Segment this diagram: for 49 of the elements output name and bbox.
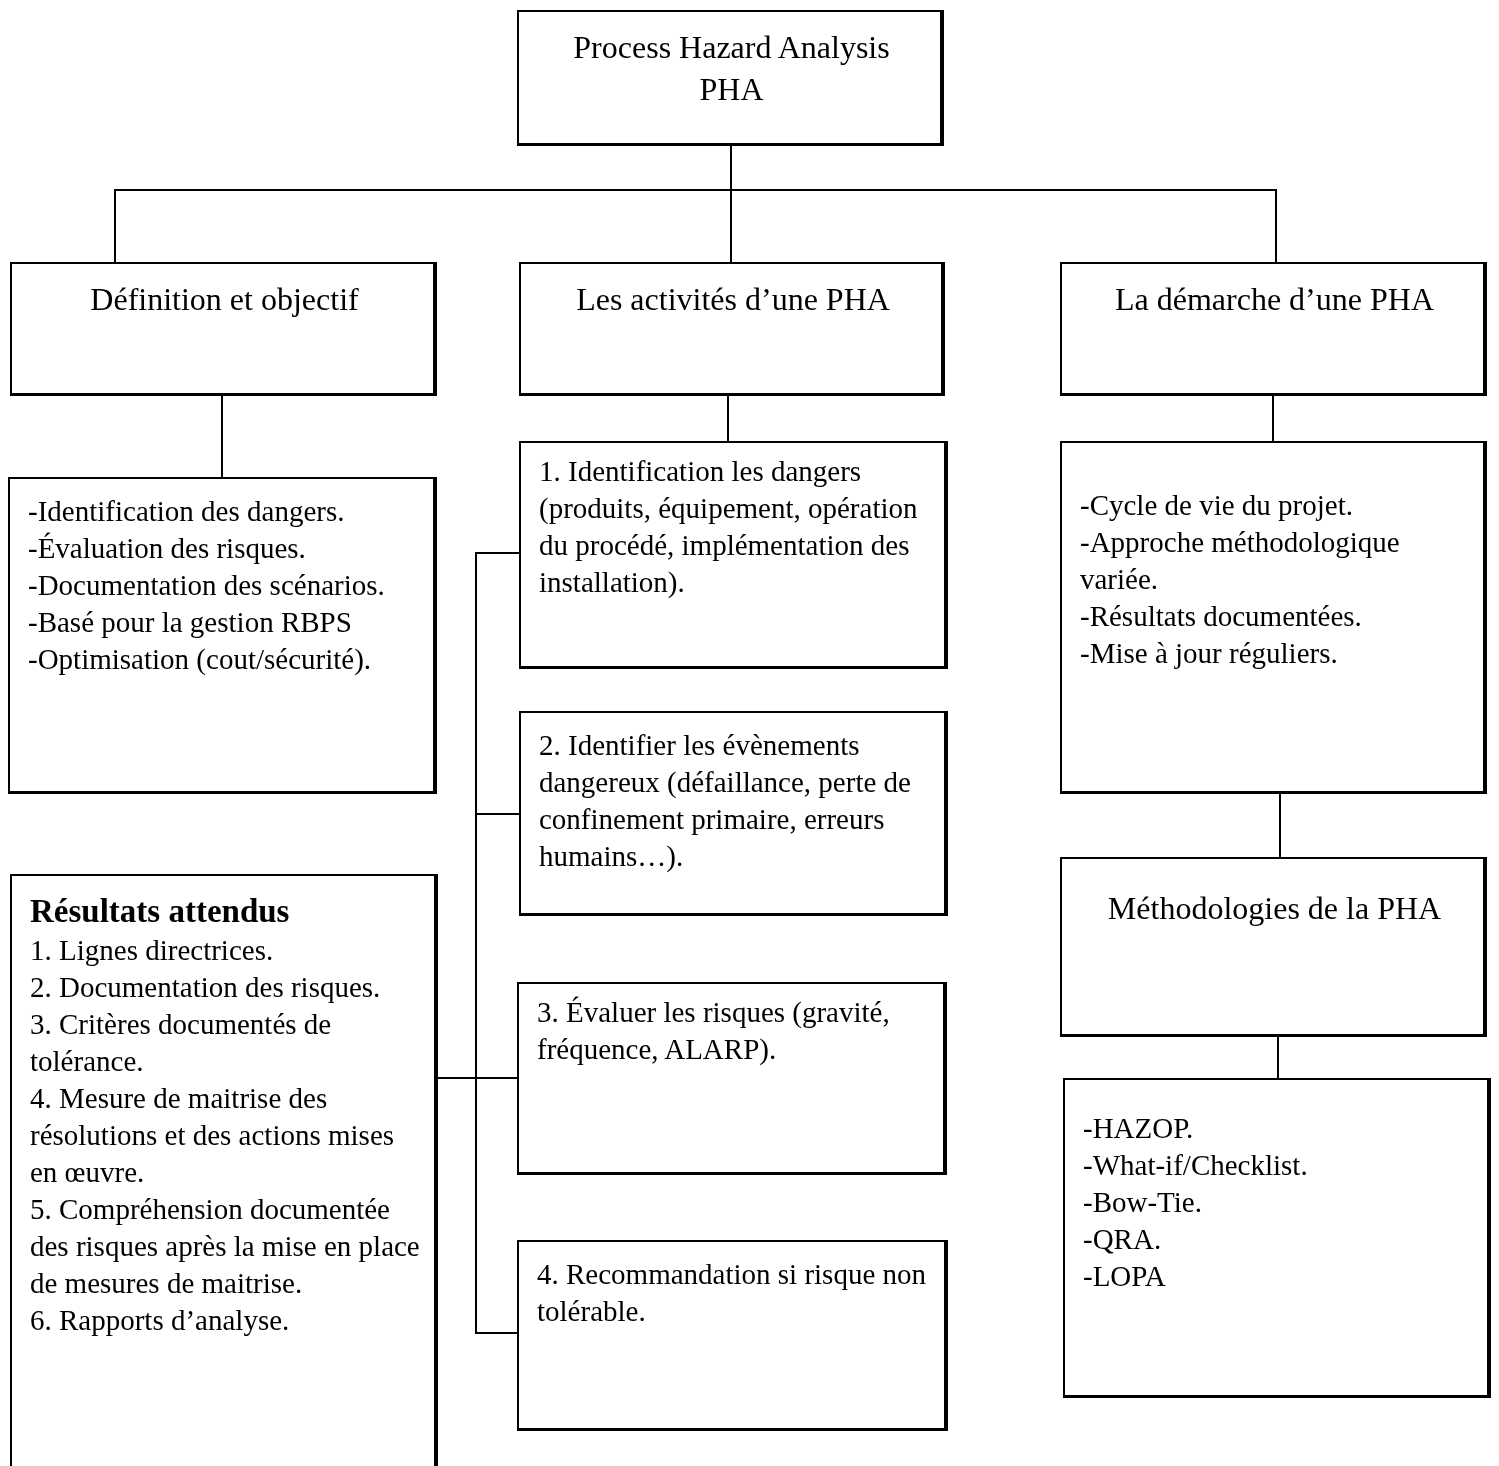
list-item: -Documentation des scénarios. [28, 568, 386, 603]
list-item: -Basé pour la gestion RBPS [28, 605, 353, 640]
heading-box [1060, 262, 1487, 396]
heading-box [10, 262, 437, 396]
list-item: -Cycle de vie du projet. [1080, 488, 1354, 523]
text-box [517, 1240, 948, 1431]
box-title: Les activités d’une PHA [575, 280, 891, 319]
list-item: -What-if/Checklist. [1083, 1148, 1309, 1183]
section-heading: Résultats attendus [30, 892, 291, 931]
connector-line [437, 1077, 518, 1334]
list-item: 6. Rapports d’analyse. [30, 1303, 291, 1338]
connector-line [221, 395, 223, 478]
box-title: Définition et objectif [89, 280, 360, 319]
list-item: 3. Évaluer les risques (gravité, fréquence, ALARP). [537, 995, 891, 1067]
text-box [1063, 1078, 1491, 1398]
list-item: 2. Documentation des risques. [30, 970, 382, 1005]
text-box [10, 874, 438, 1466]
text-box [517, 982, 947, 1175]
list-item: 2. Identifier les évènements dangereux (défaillance, perte de confinement primaire, erreurs humains…). [539, 728, 912, 874]
list-item: 4. Recommandation si risque non tolérable. [537, 1257, 928, 1329]
box-title: La démarche d’une PHA [1114, 280, 1435, 319]
connector-line [1277, 1036, 1279, 1079]
list-item: -Mise à jour réguliers. [1080, 636, 1339, 671]
list-item: -Identification des dangers. [28, 494, 346, 529]
connector-line [1279, 793, 1281, 858]
list-item: -Évaluation des risques. [28, 531, 307, 566]
list-item: -QRA. [1083, 1222, 1163, 1257]
text-box [8, 477, 437, 794]
list-item: 5. Compréhension documentée des risques après la mise en place de mesures de maitrise. [30, 1192, 420, 1301]
heading-box [517, 10, 944, 146]
list-item: 1. Lignes directrices. [30, 933, 275, 968]
list-item: 4. Mesure de maitrise des résolutions et des actions mises en œuvre. [30, 1081, 396, 1190]
list-item: 1. Identification les dangers (produits, équipement, opération du procédé, implémentation des installation). [539, 454, 919, 600]
heading-box [1060, 857, 1487, 1037]
list-item: -LOPA [1083, 1259, 1167, 1294]
text-box [1060, 441, 1487, 794]
connector-line [727, 395, 729, 442]
list-item: -HAZOP. [1083, 1111, 1195, 1146]
connector-line [1272, 395, 1274, 442]
list-item: -Bow-Tie. [1083, 1185, 1203, 1220]
list-item: -Approche méthodologique variée. [1080, 525, 1401, 597]
list-item: -Optimisation (cout/sécurité). [28, 642, 373, 677]
text-box [519, 711, 948, 916]
box-title: Process Hazard Analysis PHA [572, 28, 891, 109]
list-item: -Résultats documentées. [1080, 599, 1363, 634]
text-box [519, 441, 948, 669]
heading-box [519, 262, 945, 396]
box-title: Méthodologies de la PHA [1106, 889, 1443, 928]
list-item: 3. Critères documentés de tolérance. [30, 1007, 333, 1079]
